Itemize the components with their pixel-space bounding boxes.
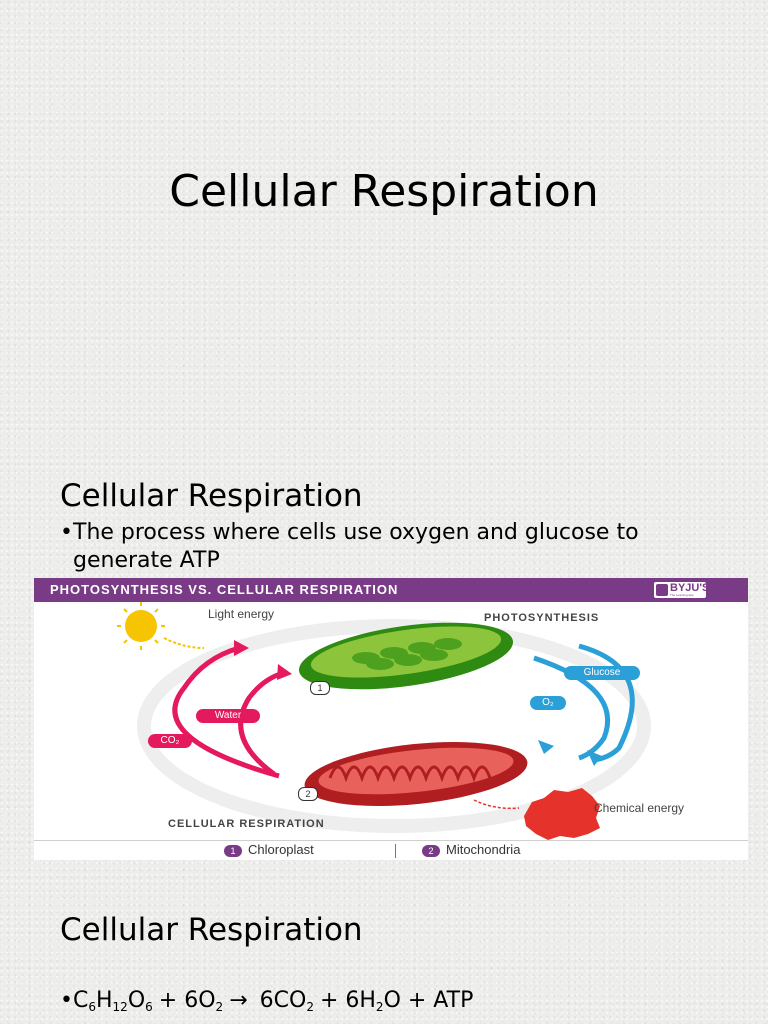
slide2-bullet: • The process where cells use oxygen and… <box>60 519 720 575</box>
eq-o: O <box>127 988 146 1013</box>
bullet-text: The process where cells use oxygen and g… <box>73 520 639 573</box>
chemical-energy-label: Chemical energy <box>594 801 685 815</box>
brand-name: BYJU'S <box>670 582 710 594</box>
glucose-label: Glucose <box>583 667 621 678</box>
mitochondrion-number-badge: 2 <box>298 787 318 801</box>
legend-separator <box>395 844 396 858</box>
eq-c-sub: 6 <box>88 1000 96 1014</box>
legend-chloroplast: Chloroplast <box>248 842 314 857</box>
cycle-ring <box>137 619 651 833</box>
eq-h2-sub: 2 <box>375 1000 384 1014</box>
photosynthesis-vs-respiration-figure: PHOTOSYNTHESIS VS. CELLULAR RESPIRATION … <box>34 578 748 860</box>
chemical-energy-icon <box>473 788 600 840</box>
eq-co2-sub: 2 <box>306 1000 314 1014</box>
arrowhead-icon <box>277 664 292 680</box>
glucose-pill: Glucose <box>564 666 640 680</box>
bullet-marker: • <box>60 988 73 1013</box>
o2-pill: O₂ <box>530 696 566 710</box>
figure-header-title: PHOTOSYNTHESIS VS. CELLULAR RESPIRATION <box>50 582 399 597</box>
eq-c: C <box>72 988 89 1013</box>
eq-o2-sub: 2 <box>215 1000 224 1014</box>
eq-h: H <box>96 988 113 1013</box>
photosynthesis-label: PHOTOSYNTHESIS <box>484 612 600 624</box>
slide3-heading: Cellular Respiration <box>60 912 363 948</box>
bullet-marker: • <box>60 520 73 545</box>
arrowhead-icon <box>234 640 249 656</box>
brand-mark-icon <box>656 584 668 596</box>
brand-logo: BYJU'S The Learning App <box>654 582 710 598</box>
eq-h-sub: 12 <box>112 1000 128 1014</box>
eq-tail: O + ATP <box>383 988 474 1013</box>
brand-tagline: The Learning App <box>670 593 694 597</box>
light-energy-label: Light energy <box>208 607 275 621</box>
eq-plus-water: + 6H <box>319 988 376 1013</box>
figure-header: PHOTOSYNTHESIS VS. CELLULAR RESPIRATION … <box>34 578 748 602</box>
respiration-equation: •C6H12O6+ 6O2→6CO2+ 6H2O + ATP <box>60 986 473 1016</box>
legend-badge-2: 2 <box>422 845 440 857</box>
arrowhead-icon <box>587 750 602 766</box>
left-cycle-arrows <box>172 645 285 779</box>
o2-label: O₂ <box>542 697 554 708</box>
water-pill: Water <box>196 709 260 723</box>
cellular-respiration-label: CELLULAR RESPIRATION <box>168 818 325 830</box>
arrowhead-icon <box>538 740 554 754</box>
eq-plus-oxygen: + 6O <box>158 988 216 1013</box>
slide2-heading: Cellular Respiration <box>60 478 363 514</box>
chloroplast-icon <box>298 622 514 690</box>
water-label: Water <box>214 710 242 721</box>
legend-mitochondria: Mitochondria <box>446 842 521 857</box>
eq-co2: 6CO <box>259 988 307 1013</box>
slide1-title: Cellular Respiration <box>169 166 599 217</box>
chloroplast-number-badge: 1 <box>310 681 330 695</box>
cycle-diagram <box>117 602 651 840</box>
sun-icon <box>117 602 205 650</box>
legend-divider <box>34 840 748 841</box>
mitochondrion-icon <box>304 741 528 807</box>
eq-o-sub: 6 <box>145 1000 153 1014</box>
co2-pill: CO₂ <box>148 734 192 748</box>
legend-badge-1: 1 <box>224 845 242 857</box>
eq-arrow: → <box>229 988 248 1013</box>
co2-label: CO₂ <box>160 735 180 746</box>
